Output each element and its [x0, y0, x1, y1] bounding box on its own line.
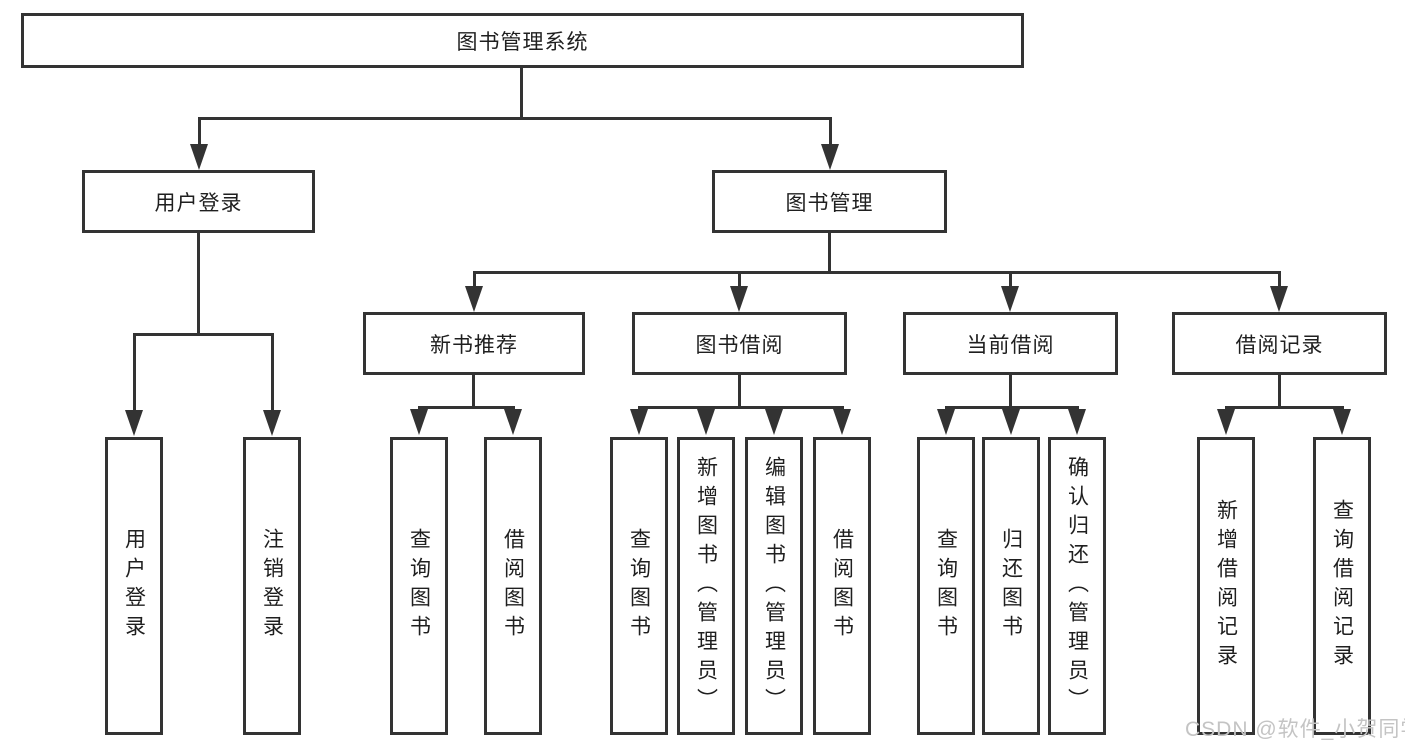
connector-line — [473, 271, 476, 288]
connector-line — [945, 406, 1079, 409]
node-label: 查询借阅记录 — [1330, 499, 1354, 673]
connector-arrow — [1068, 409, 1086, 435]
connector-line — [133, 333, 274, 336]
connector-arrow — [821, 144, 839, 170]
node-query-books-1: 查询图书 — [390, 437, 448, 735]
connector-arrow — [765, 409, 783, 435]
connector-line — [198, 117, 201, 148]
connector-line — [1009, 375, 1012, 408]
node-borrow-books-1: 借阅图书 — [484, 437, 542, 735]
connector-arrow — [937, 409, 955, 435]
node-library-management-system: 图书管理系统 — [21, 13, 1024, 68]
connector-line — [829, 117, 832, 148]
connector-line — [638, 406, 844, 409]
connector-arrow — [1217, 409, 1235, 435]
node-confirm-return-admin: 确认归还（管理员） — [1048, 437, 1106, 735]
connector-line — [472, 375, 475, 408]
node-current-borrowing: 当前借阅 — [903, 312, 1118, 375]
node-query-books-3: 查询图书 — [917, 437, 975, 735]
connector-arrow — [190, 144, 208, 170]
connector-line — [271, 333, 274, 412]
connector-arrow — [504, 409, 522, 435]
node-label: 编辑图书（管理员） — [762, 455, 786, 717]
connector-line — [133, 333, 136, 412]
node-label: 归还图书 — [999, 528, 1023, 644]
connector-line — [197, 233, 200, 336]
connector-line — [520, 68, 523, 119]
connector-line — [418, 406, 515, 409]
connector-arrow — [1333, 409, 1351, 435]
connector-arrow — [410, 409, 428, 435]
connector-line — [738, 271, 741, 288]
node-label: 查询图书 — [627, 528, 651, 644]
connector-arrow — [465, 286, 483, 312]
connector-arrow — [125, 410, 143, 436]
node-label: 查询图书 — [407, 528, 431, 644]
node-user-login-leaf: 用户登录 — [105, 437, 163, 735]
node-label: 新增借阅记录 — [1214, 499, 1238, 673]
connector-line — [1225, 406, 1344, 409]
connector-line — [828, 233, 831, 274]
node-logout: 注销登录 — [243, 437, 301, 735]
node-book-borrowing: 图书借阅 — [632, 312, 847, 375]
connector-line — [198, 117, 832, 120]
node-query-books-2: 查询图书 — [610, 437, 668, 735]
node-label: 查询图书 — [934, 528, 958, 644]
node-return-books: 归还图书 — [982, 437, 1040, 735]
node-query-borrow-record: 查询借阅记录 — [1313, 437, 1371, 735]
connector-line — [738, 375, 741, 408]
connector-arrow — [1002, 409, 1020, 435]
connector-line — [1278, 271, 1281, 288]
node-user-login: 用户登录 — [82, 170, 315, 233]
csdn-watermark: CSDN @软件_小贺同学 — [1185, 718, 1405, 741]
node-label: 确认归还（管理员） — [1065, 455, 1089, 717]
connector-arrow — [263, 410, 281, 436]
connector-arrow — [1270, 286, 1288, 312]
connector-arrow — [630, 409, 648, 435]
connector-arrow — [1001, 286, 1019, 312]
connector-arrow — [833, 409, 851, 435]
node-label: 用户登录 — [122, 528, 146, 644]
node-borrow-books-2: 借阅图书 — [813, 437, 871, 735]
connector-arrow — [730, 286, 748, 312]
node-label: 注销登录 — [260, 528, 284, 644]
node-add-borrow-record: 新增借阅记录 — [1197, 437, 1255, 735]
connector-line — [1009, 271, 1012, 288]
node-label: 借阅图书 — [501, 528, 525, 644]
node-new-book-recommendation: 新书推荐 — [363, 312, 585, 375]
node-label: 借阅图书 — [830, 528, 854, 644]
node-add-book-admin: 新增图书（管理员） — [677, 437, 735, 735]
node-edit-book-admin: 编辑图书（管理员） — [745, 437, 803, 735]
connector-line — [1278, 375, 1281, 408]
node-book-management: 图书管理 — [712, 170, 947, 233]
node-label: 新增图书（管理员） — [694, 455, 718, 717]
connector-line — [473, 271, 1281, 274]
connector-arrow — [697, 409, 715, 435]
node-borrowing-records: 借阅记录 — [1172, 312, 1387, 375]
